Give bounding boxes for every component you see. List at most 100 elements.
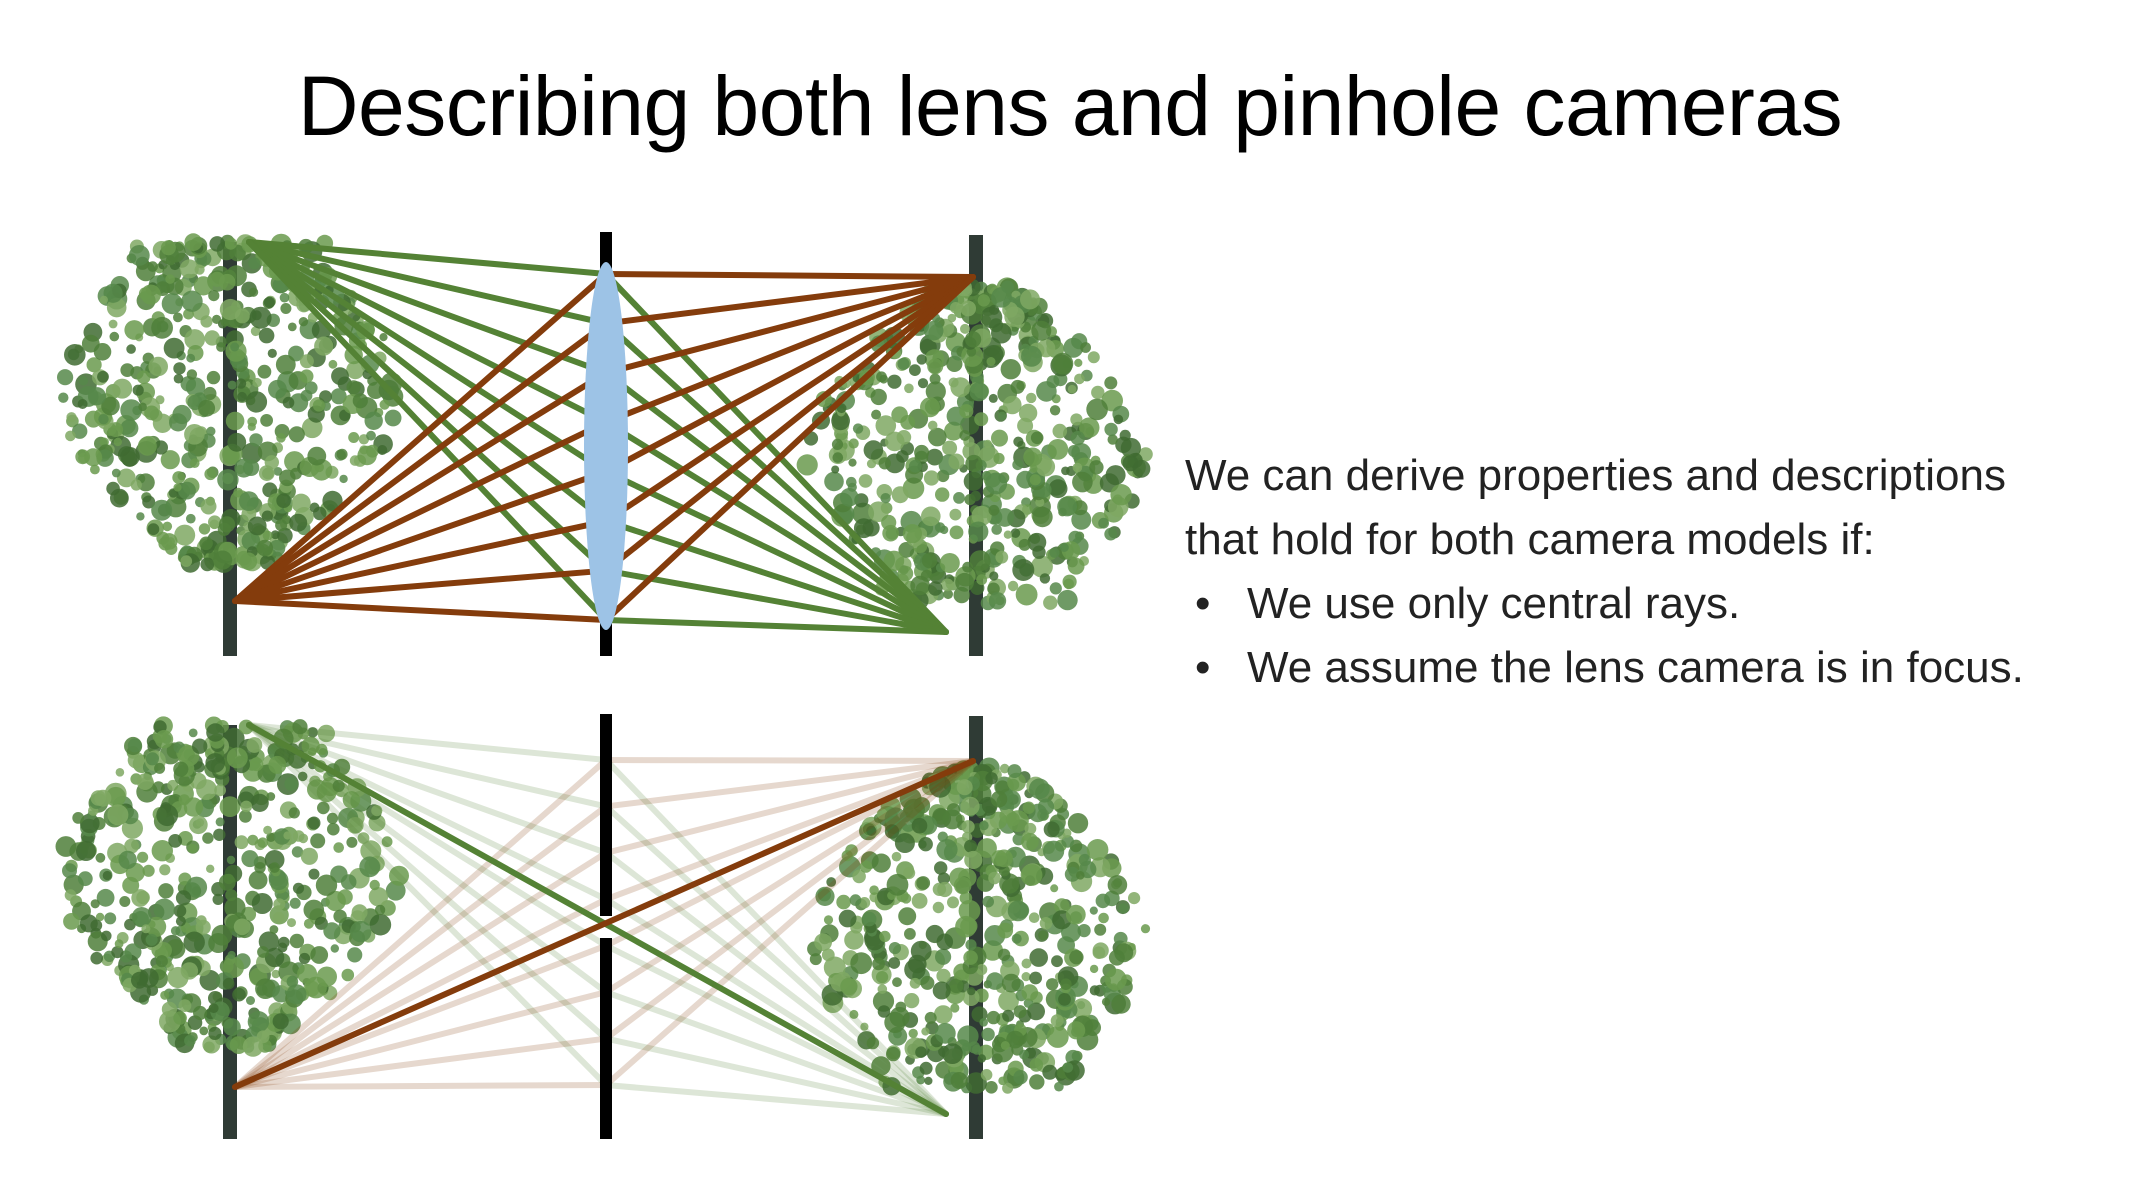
foliage [1039,573,1051,584]
faded-brown-ray [232,803,609,1090]
foliage [934,1022,956,1044]
bullet-icon: • [1195,643,1211,692]
foliage [264,947,285,968]
foliage [1000,359,1021,380]
foliage [1086,839,1109,861]
foliage [1013,436,1024,447]
foliage [892,977,902,988]
foliage [1107,434,1118,445]
faded-brown-ray [232,896,609,1090]
foliage [869,885,879,895]
foliage [976,964,988,976]
foliage [180,555,193,567]
foliage [300,847,318,865]
foliage [949,508,962,521]
foliage [1049,405,1061,416]
brown-ray [603,271,976,280]
foliage [964,839,978,853]
foliage [268,379,287,399]
foliage [315,874,338,896]
foliage [987,582,1000,596]
foliage [303,899,325,921]
foliage [956,779,973,796]
foliage [237,391,247,402]
foliage [255,978,276,999]
foliage [357,445,377,466]
foliage [153,440,168,455]
foliage [1013,1070,1028,1085]
foliage [1000,1041,1010,1050]
foliage [308,868,320,880]
foliage [97,370,109,383]
foliage [273,898,286,911]
foliage [1013,1005,1027,1019]
foliage [80,813,100,834]
foliage [131,907,152,927]
foliage [1021,345,1042,367]
foliage [77,871,93,887]
brown-ray [603,274,976,525]
faded-brown-ray [232,989,609,1090]
foliage [814,933,832,952]
foliage [128,245,150,266]
foliage [266,792,276,801]
foliage [964,850,983,870]
foliage [1030,555,1053,578]
foliage [1021,833,1039,851]
foliage [942,440,958,456]
foliage [184,329,205,350]
foliage [346,361,365,380]
foliage [298,952,311,965]
foliage [224,237,237,250]
foliage [152,413,173,433]
brown-ray [603,274,976,426]
foliage [175,916,186,927]
foliage [1067,384,1077,394]
foliage [917,378,929,389]
foliage [1092,946,1106,959]
foliage [852,869,866,884]
foliage [248,870,268,890]
foliage [955,572,974,592]
foliage [310,946,329,964]
foliage [269,862,280,873]
foliage [202,832,214,844]
foliage [272,1013,289,1030]
foliage [113,437,123,447]
foliage [206,426,216,436]
foliage [1029,948,1048,967]
bullet-item: •We use only central rays. [1185,572,2024,636]
foliage [242,1036,264,1057]
foliage [1046,978,1059,991]
foliage [942,809,963,830]
foliage [160,990,170,1000]
foliage [106,481,120,496]
foliage [168,834,183,848]
foliage [1079,417,1100,438]
foliage [879,930,891,943]
foliage [204,468,217,481]
foliage [99,295,108,304]
foliage [156,804,179,827]
foliage [206,723,225,742]
foliage [927,420,938,431]
foliage [108,319,118,329]
foliage [1029,778,1050,800]
foliage [950,1072,968,1089]
foliage [1052,423,1068,439]
foliage [256,539,274,557]
foliage [989,304,1000,315]
foliage [1064,866,1080,882]
foliage [58,392,69,403]
foliage [86,357,102,373]
foliage [225,889,238,902]
foliage [909,364,921,376]
foliage [283,831,292,840]
foliage [968,521,989,542]
foliage [884,824,900,839]
foliage [998,1076,1007,1086]
foliage [279,292,290,303]
foliage [1001,973,1021,993]
central-brown-ray [232,758,976,1090]
foliage [1067,445,1080,457]
